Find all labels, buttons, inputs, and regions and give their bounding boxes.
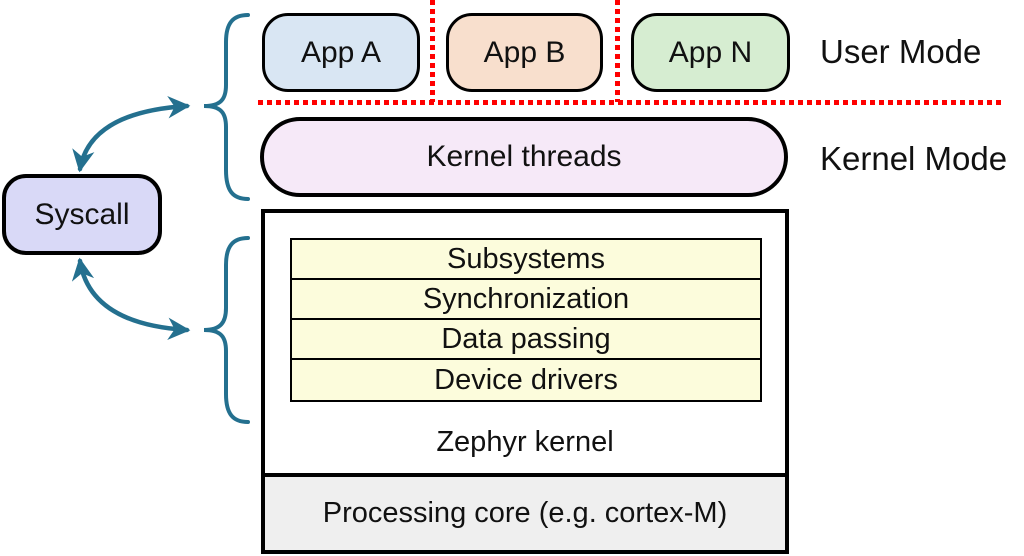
app-divider-line-2 [615, 0, 620, 102]
service-row-device-drivers: Device drivers [434, 363, 618, 396]
user-mode-brace-icon [203, 13, 250, 201]
app-a-box: App A [262, 13, 420, 92]
syscall-label: Syscall [34, 197, 130, 231]
user-kernel-mode-divider-line [258, 100, 1002, 105]
app-n-label: App N [668, 35, 753, 69]
syscall-user-arrow-icon [72, 95, 191, 173]
user-mode-label: User Mode [820, 33, 982, 70]
kernel-threads-label: Kernel threads [426, 140, 622, 173]
app-divider-line-1 [430, 0, 435, 102]
kernel-services-brace-icon [203, 236, 250, 424]
processing-core-label: Processing core (e.g. cortex-M) [322, 497, 728, 529]
app-n-box: App N [631, 13, 790, 92]
processing-core-box: Processing core (e.g. cortex-M) [261, 473, 789, 554]
syscall-kernel-arrow-icon [71, 257, 191, 341]
service-row-subsystems: Subsystems [292, 240, 760, 280]
app-b-box: App B [446, 13, 603, 92]
kernel-mode-label: Kernel Mode [820, 140, 1008, 177]
kernel-services-stack: Subsystems Synchronization Data passing … [290, 238, 762, 402]
kernel-threads-box: Kernel threads [260, 117, 788, 197]
syscall-box: Syscall [2, 174, 162, 255]
zephyr-kernel-label: Zephyr kernel [436, 426, 614, 458]
service-row-synchronization: Synchronization [292, 280, 760, 320]
app-a-label: App A [300, 35, 382, 69]
service-row-data-passing: Data passing [292, 320, 760, 360]
app-b-label: App B [483, 35, 566, 69]
